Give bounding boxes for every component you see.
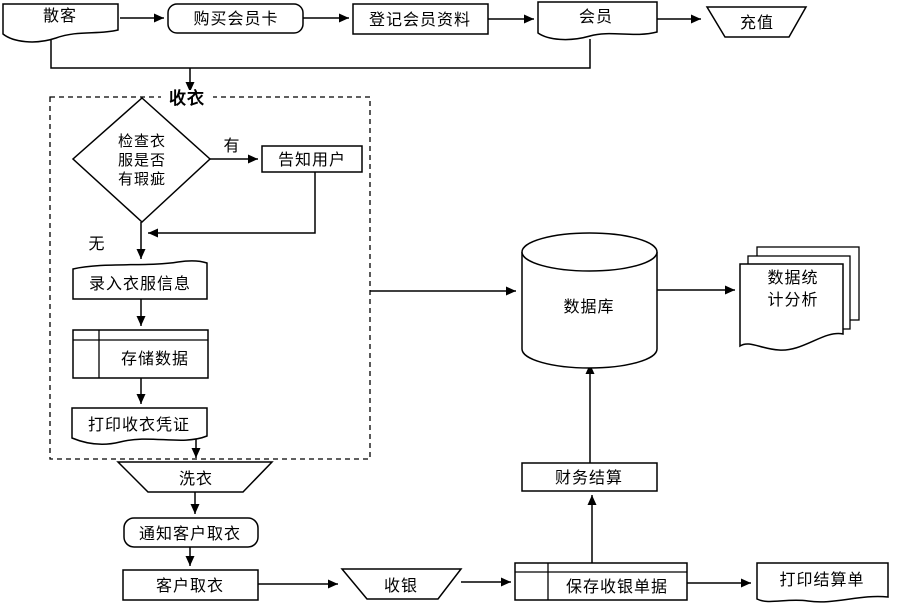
node-notify-customer-pickup: 通知客户取衣 (123, 517, 259, 548)
group-receive-clothes (49, 90, 371, 460)
enter-clothes-info-label: 录入衣服信息 (89, 275, 191, 293)
wash-clothes-label: 洗衣 (179, 470, 213, 488)
cashier-shape (340, 568, 463, 600)
cashier-label: 收银 (384, 577, 418, 595)
receive-clothes-border (49, 96, 371, 460)
data-statistics-line1: 数据统 (767, 269, 818, 287)
receive-clothes-label: 收衣 (169, 88, 205, 108)
check-defects-line3: 有瑕疵 (118, 171, 166, 188)
store-data-inner-lines (73, 330, 208, 378)
save-cashier-receipt-shape (514, 562, 688, 601)
print-settlement-bill-label: 打印结算单 (779, 570, 864, 589)
walk-in-customer-label: 散客 (43, 7, 77, 25)
node-print-receive-receipt: 打印收衣凭证 (71, 407, 208, 445)
member-label: 会员 (579, 8, 613, 26)
financial-settlement-label: 财务结算 (555, 468, 623, 487)
check-defects-line2: 服是否 (118, 152, 166, 169)
edge-label-yes: 有 (223, 137, 240, 155)
print-receive-receipt-shape (71, 407, 208, 445)
node-recharge: 充值 (705, 6, 808, 38)
database-label: 数据库 (563, 298, 614, 316)
line-customer-member-junction (50, 39, 591, 69)
walk-in-customer-shape (2, 3, 119, 43)
database-body (521, 252, 658, 369)
notify-customer-pickup-label: 通知客户取衣 (139, 525, 241, 543)
buy-membership-card-shape (167, 3, 304, 34)
notify-customer-pickup-shape (123, 517, 259, 548)
node-inform-user: 告知用户 (261, 145, 363, 173)
register-member-info-shape (352, 3, 489, 35)
arrow-informuser-feedback (148, 172, 316, 238)
node-financial-settlement: 财务结算 (521, 462, 658, 492)
buy-membership-card-label: 购买会员卡 (193, 10, 278, 28)
store-data-label: 存储数据 (121, 350, 189, 368)
customer-pickup-label: 客户取衣 (156, 577, 224, 595)
print-settlement-bill-shape (756, 562, 889, 603)
node-register-member-info: 登记会员资料 (352, 3, 489, 35)
node-wash-clothes: 洗衣 (116, 461, 274, 493)
node-buy-membership-card: 购买会员卡 (167, 3, 304, 34)
print-receive-receipt-label: 打印收衣凭证 (88, 416, 190, 434)
enter-clothes-info-shape (72, 260, 208, 300)
inform-user-shape (261, 145, 363, 173)
node-customer-pickup: 客户取衣 (122, 569, 259, 601)
data-statistics-line2: 计分析 (767, 291, 818, 309)
edge-label-no: 无 (88, 236, 105, 253)
node-data-statistics: 数据统 计分析 (739, 246, 860, 351)
node-print-settlement-bill: 打印结算单 (756, 562, 889, 603)
node-member: 会员 (537, 1, 658, 41)
save-cashier-receipt-label: 保存收银单据 (566, 578, 668, 596)
check-defects-shape (71, 96, 212, 224)
store-data-shape (72, 329, 209, 379)
node-check-defects: 检查衣 服是否 有瑕疵 (71, 96, 212, 224)
recharge-shape (705, 6, 808, 38)
member-shape (537, 1, 658, 41)
wash-clothes-shape (116, 461, 274, 493)
node-walk-in-customer: 散客 (2, 3, 119, 43)
receive-clothes-label-bg (161, 90, 213, 106)
save-cashier-receipt-inner-lines (515, 563, 687, 600)
node-database: 数据库 (521, 232, 658, 369)
node-store-data: 存储数据 (72, 329, 209, 379)
node-cashier: 收银 (340, 568, 463, 600)
inform-user-label: 告知用户 (278, 151, 346, 169)
register-member-info-label: 登记会员资料 (369, 11, 471, 29)
check-defects-line1: 检查衣 (118, 133, 166, 150)
node-enter-clothes-info: 录入衣服信息 (72, 260, 208, 300)
node-save-cashier-receipt: 保存收银单据 (514, 562, 688, 601)
customer-pickup-shape (122, 569, 259, 601)
recharge-label: 充值 (740, 14, 774, 32)
database-top (521, 232, 658, 272)
financial-settlement-shape (521, 462, 658, 492)
data-statistics-page-front (739, 263, 844, 351)
